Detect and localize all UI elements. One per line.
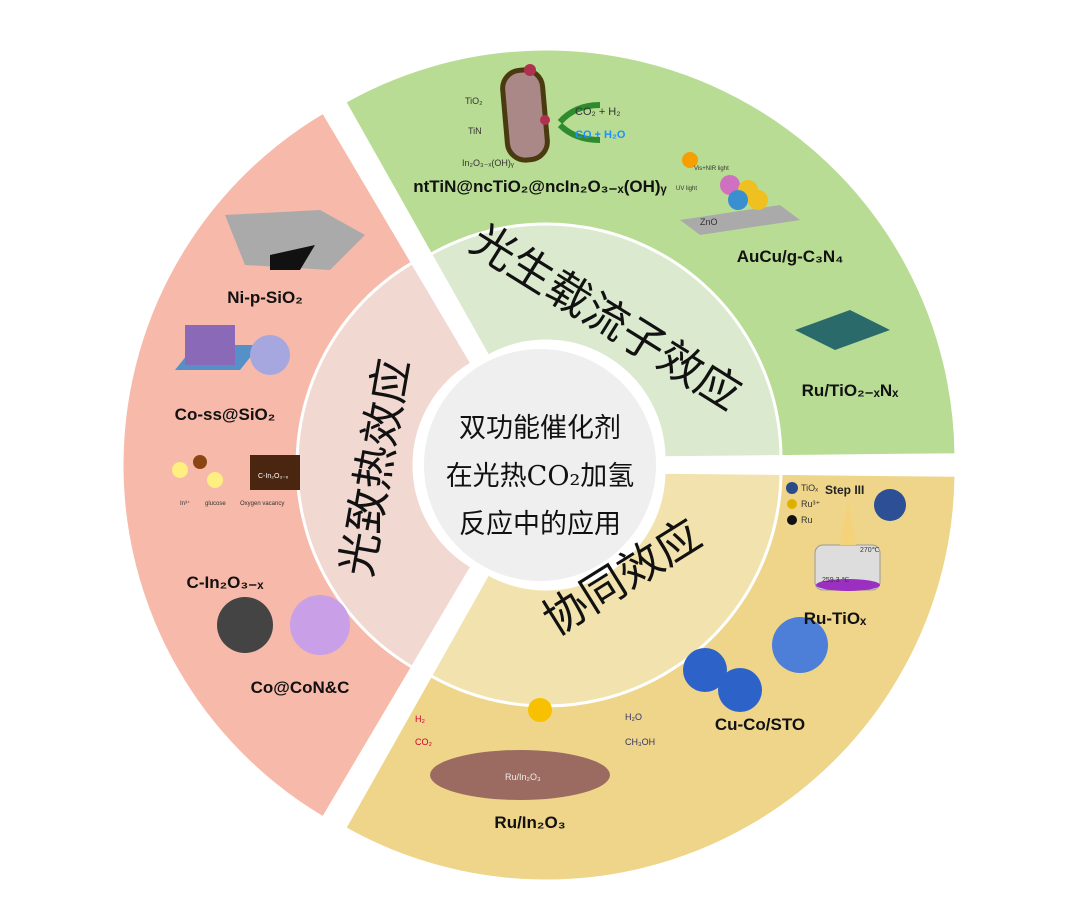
reactant-annotation: CO₂ + H₂ <box>575 106 621 118</box>
catalyst-label: AuCu/g-C₃N₄ <box>737 247 844 266</box>
vis-nir-light-annotation: Vis+NIR light <box>694 166 729 172</box>
glucose-annotation: glucose <box>205 501 226 507</box>
cu-co-sto-illustration <box>683 617 828 712</box>
ch3oh-annotation: CH₃OH <box>625 737 655 747</box>
product-annotation: CO + H₂O <box>575 129 626 141</box>
photothermal-inner-ring <box>295 260 474 670</box>
c-in2o3-annotation: C-In₂O₃₋ₓ <box>258 473 289 480</box>
step-annotation: Step III <box>825 483 864 497</box>
ru-in2o3-illustration: H₂ CO₂ H₂O CH₃OH Ru/In₂O₃ <box>415 698 655 800</box>
catalyst-label: Co@CoN&C <box>251 678 350 697</box>
ru-annotation: Ru <box>801 515 813 525</box>
co-con-c-illustration <box>217 595 350 655</box>
ru-tiox-reactor-illustration: TiOₓ Step III Ru³⁺ Ru 259.3 ℃ 270℃ <box>786 482 906 591</box>
h2-annotation: H₂ <box>415 714 425 724</box>
catalyst-annotation: Ru/In₂O₃ <box>505 772 541 782</box>
catalyst-label: C-In₂O₃₋ₓ <box>187 573 265 592</box>
ru3-annotation: Ru³⁺ <box>801 499 821 509</box>
aucu-illustration: ZnO UV light Vis+NIR light <box>676 152 800 235</box>
in2o3-annotation: In₂O₃₋ₓ(OH)ᵧ <box>462 158 514 168</box>
center-text-line: 反应中的应用 <box>459 509 621 540</box>
catalyst-label: Ru/In₂O₃ <box>494 813 565 832</box>
tio2-annotation: TiO₂ <box>465 96 483 106</box>
co2-annotation: CO₂ <box>415 737 433 747</box>
catalyst-label: Ru-TiOₓ <box>804 609 867 628</box>
catalyst-label: Ni-p-SiO₂ <box>227 288 303 307</box>
catalyst-label: Cu-Co/STO <box>715 715 805 734</box>
tin-annotation: TiN <box>468 126 482 136</box>
temp-max-annotation: 270℃ <box>860 547 880 554</box>
vacancy-annotation: Oxygen vacancy <box>240 501 284 507</box>
ni-p-sio2-illustration <box>225 210 365 270</box>
temp-annotation: 259.3 ℃ <box>822 577 849 584</box>
center-circle <box>420 345 660 585</box>
synergy-inner-ring <box>428 470 783 708</box>
c-in2o3-illustration: C-In₂O₃₋ₓ In³⁺ glucose Oxygen vacancy <box>172 455 300 507</box>
h2o-annotation: H₂O <box>625 712 642 722</box>
ru-tio2-illustration <box>795 310 890 350</box>
in3-annotation: In³⁺ <box>180 500 190 507</box>
tin-nanotube-illustration: TiO₂ TiN In₂O₃₋ₓ(OH)ᵧ CO₂ + H₂ CO + H₂O <box>462 64 626 168</box>
catalyst-label: Ru/TiO₂₋ₓNₓ <box>802 381 899 400</box>
uv-light-annotation: UV light <box>676 186 697 192</box>
zno-annotation: ZnO <box>700 217 718 227</box>
catalyst-label: ntTiN@ncTiO₂@ncIn₂O₃₋ₓ(OH)ᵧ <box>413 177 667 196</box>
photo-carrier-inner-ring <box>428 222 783 460</box>
center-text-line: 双功能催化剂 <box>459 413 621 444</box>
tiox-annotation: TiOₓ <box>801 483 818 493</box>
co-ss-sio2-illustration <box>175 325 290 375</box>
catalyst-label: Co-ss@SiO₂ <box>175 405 276 424</box>
center-text-line: 在光热CO₂加氢 <box>446 461 635 492</box>
